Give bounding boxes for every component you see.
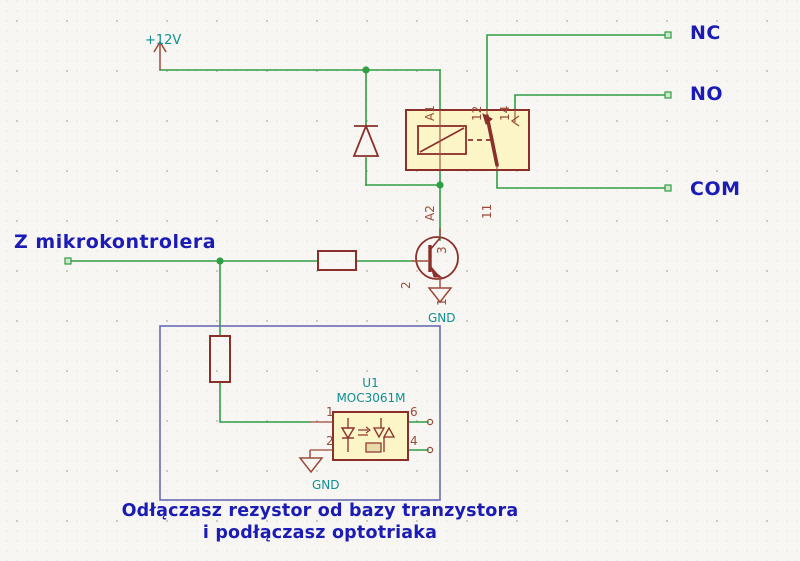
junction-group xyxy=(216,66,444,265)
opto-triac-tri-2 xyxy=(382,426,396,438)
junction-input xyxy=(216,257,224,265)
relay-body xyxy=(405,109,530,171)
relay-no-contact xyxy=(510,115,520,127)
opto-light-arrowhead xyxy=(365,426,371,434)
terminal-opto-pin6 xyxy=(426,418,434,426)
wire-no xyxy=(514,94,669,111)
gate-resistor xyxy=(209,335,231,383)
optocoupler-body xyxy=(332,411,409,461)
npn-transistor xyxy=(412,228,459,288)
junction-a2 xyxy=(436,181,444,189)
transistor-envelope xyxy=(415,236,459,280)
relay-coil xyxy=(417,125,467,155)
opto-led-triangle xyxy=(340,427,356,440)
opto-zcd-block xyxy=(365,442,382,453)
terminal-input xyxy=(64,257,72,265)
optocoupler-component xyxy=(310,411,409,461)
opto-triac-tri-1 xyxy=(372,427,386,439)
terminal-no xyxy=(664,91,672,99)
base-resistor xyxy=(317,250,357,271)
gnd-symbol-optocoupler xyxy=(298,450,324,474)
gnd-symbol-transistor xyxy=(427,287,453,304)
relay-coil-slash xyxy=(419,127,465,153)
selection-box xyxy=(159,325,441,501)
terminal-group xyxy=(64,31,672,265)
terminal-com xyxy=(664,184,672,192)
relay-blade-arrow xyxy=(482,112,493,125)
wire-nc xyxy=(486,34,669,111)
terminal-group-open xyxy=(426,418,434,454)
terminal-nc xyxy=(664,31,672,39)
wire-com xyxy=(496,169,669,189)
transistor-collector-lead xyxy=(429,237,441,251)
junction-12v xyxy=(362,66,370,74)
transistor-emitter-arrow xyxy=(431,268,443,278)
wire-group xyxy=(67,34,669,451)
relay-component xyxy=(405,109,530,171)
wire-opto-branch-2 xyxy=(219,381,311,423)
flyback-diode xyxy=(352,123,380,157)
power-symbol-12v xyxy=(153,40,167,70)
relay-blade xyxy=(485,114,499,167)
terminal-opto-pin4 xyxy=(426,446,434,454)
